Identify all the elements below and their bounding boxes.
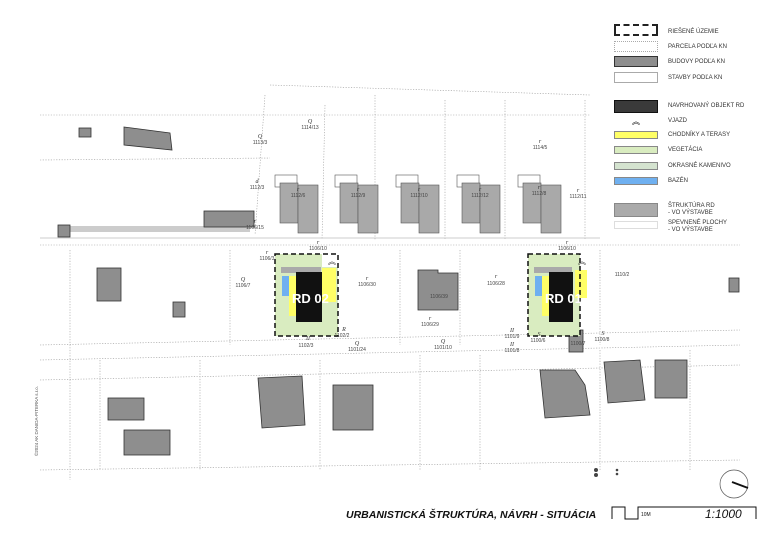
legend-label: CHODNÍKY A TERASY: [668, 132, 731, 138]
parcel-label: 1106/29: [421, 322, 439, 328]
house-label-rd01: RD 01: [545, 291, 582, 306]
parcel-label: 1101/24: [348, 347, 366, 353]
legend-swatch: [614, 100, 658, 113]
parcel-label: r: [317, 240, 320, 246]
parcel-label: 1112/6: [291, 193, 306, 199]
parcel-label: r: [479, 187, 482, 193]
parcel-label: S: [602, 331, 605, 337]
legend-swatch: [614, 203, 658, 217]
legend-swatch: [614, 131, 658, 139]
parcel-label: 1110/2: [615, 272, 630, 278]
parcel-label: r: [538, 185, 541, 191]
row-houses-under-construction: [274, 174, 562, 234]
scale-bar: [611, 506, 757, 520]
parcel-label: Q: [308, 119, 313, 125]
parcel-label: 1106/39: [430, 294, 448, 300]
dashed-boundary-icon: [614, 24, 658, 36]
parcel-label: r: [254, 219, 257, 225]
legend-swatch: [614, 72, 658, 83]
parcel-label: 1106/28: [487, 281, 505, 287]
legend-label: RIEŠENÉ ÚZEMIE: [668, 29, 719, 35]
parcel-label: 1114/13: [301, 125, 319, 131]
legend-swatch: [614, 56, 658, 67]
parcel-label: 1106/15: [246, 225, 264, 231]
entrance-chevron-icon: ︽: [578, 257, 586, 266]
parcel-label: 1106/10: [309, 246, 327, 252]
parcel-label: 1112/10: [410, 193, 428, 199]
parcel-label: 1114/5: [533, 145, 548, 151]
parcel-label: S: [538, 332, 541, 338]
parcel-label: d: [256, 179, 260, 185]
parcel-label: 1112/8: [532, 191, 547, 197]
parcel-label: Q: [441, 339, 446, 345]
legend-label: SPEVNENÉ PLOCHY - VO VÝSTAVBE: [668, 220, 728, 233]
parcel-label: 1100/8: [595, 337, 610, 343]
parcel-label: 1112/11: [570, 194, 587, 200]
parcel-lines: [39, 84, 741, 480]
parcel-label: r: [366, 276, 369, 282]
parcel-label: r: [566, 240, 569, 246]
copyright: ©2024 AK DANIDA-PITERKA s.r.o.: [34, 385, 39, 457]
drawing-scale: 1:1000: [705, 507, 742, 521]
parcel-label: II: [305, 336, 311, 342]
legend-label: STAVBY PODĽA KN: [668, 75, 723, 81]
site-rd02: RD 02 ︽: [274, 253, 339, 337]
scale-bar-label: 10M: [641, 512, 651, 518]
parcel-label: r: [418, 187, 421, 193]
legend-swatch: [614, 146, 658, 154]
existing-buildings: [57, 126, 740, 456]
parcel-label: Q: [355, 341, 360, 347]
parcel-label: 1112/12: [471, 193, 489, 199]
parcel-label: 1112/9: [351, 193, 366, 199]
north-arrow-icon: [719, 469, 749, 499]
legend-label: VEGETÁCIA: [668, 147, 703, 153]
legend-label: OKRASNÉ KAMENIVO: [668, 163, 731, 169]
parcel-label: R: [341, 327, 346, 333]
dotted-parcel-icon: [614, 41, 658, 52]
parcel-label: 1101/10: [434, 345, 452, 351]
parcel-label: 1101/8: [505, 348, 520, 354]
parcel-label: r: [357, 187, 360, 193]
parcel-label: 1100/7: [571, 341, 586, 347]
parcel-label: 1102/2: [335, 333, 350, 339]
site-rd01: RD 01 ︽: [527, 253, 587, 337]
legend-label: ŠTRUKTÚRA RD - VO VÝSTAVBE: [668, 203, 715, 216]
parcel-label: r: [297, 187, 300, 193]
legend-label: VJAZD: [668, 118, 688, 124]
parcel-label: II: [509, 328, 515, 334]
parcel-label: r: [429, 316, 432, 322]
entrance-chevron-icon: ︽: [632, 117, 640, 126]
legend-marks: [594, 468, 619, 477]
legend-label: NAVRHOVANÝ OBJEKT RD: [668, 103, 745, 109]
parcel-label: r: [539, 139, 542, 145]
parcel-label: 1106/10: [558, 246, 576, 252]
parcel-label: r: [577, 188, 580, 194]
parcel-label: 1106/7: [236, 283, 251, 289]
legend-label: BUDOVY PODĽA KN: [668, 59, 725, 65]
parcel-label: r: [266, 250, 269, 256]
legend-label: BAZÉN: [668, 178, 689, 184]
parcel-label: 1102/3: [299, 343, 314, 349]
legend-swatch: [614, 177, 658, 185]
parcel-label: 1106/30: [358, 282, 376, 288]
legend-label: PARCELA PODĽA KN: [668, 44, 727, 50]
parcel-label: 1113/3: [253, 140, 268, 146]
legend-swatch: [614, 221, 658, 229]
parcel-label: Q: [241, 277, 246, 283]
house-label-rd02: RD 02: [292, 291, 329, 306]
parcel-label: 1112/3: [250, 185, 265, 191]
parcel-label: Q: [258, 134, 263, 140]
parcel-label: 1106/3: [260, 256, 275, 262]
parcel-label: r: [495, 274, 498, 280]
drawing-title: URBANISTICKÁ ŠTRUKTÚRA, NÁVRH - SITUÁCIA: [346, 509, 597, 521]
parcel-label: 1101/9: [505, 334, 520, 340]
parcel-label: 1100/6: [531, 338, 546, 344]
legend-swatch: [614, 162, 658, 170]
parcel-label: II: [509, 342, 515, 348]
entrance-chevron-icon: ︽: [328, 257, 336, 266]
